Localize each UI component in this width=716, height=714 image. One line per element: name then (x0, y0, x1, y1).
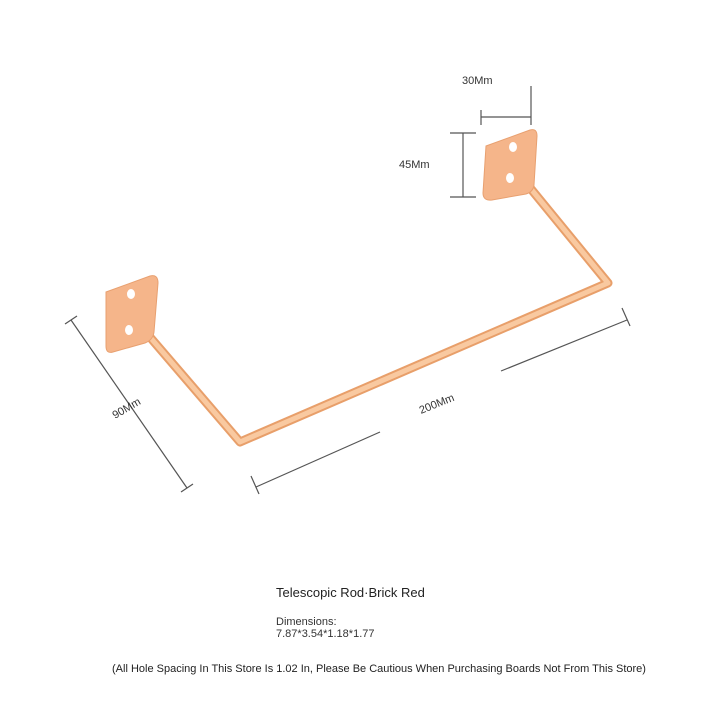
left-bracket-hole-bottom (125, 325, 133, 335)
left-bracket (105, 275, 159, 353)
length-dimension-tick-left (250, 475, 260, 495)
hole-spacing-note: (All Hole Spacing In This Store Is 1.02 … (112, 663, 646, 675)
right-bracket (482, 129, 538, 201)
length-dimension-line-left (255, 431, 381, 488)
right-bracket-hole-top (509, 142, 517, 152)
dimensions-value: 7.87*3.54*1.18*1.77 (276, 628, 375, 640)
length-dimension-line-right (500, 319, 628, 372)
depth-dimension-line (70, 319, 188, 489)
dimensions-label: Dimensions: (276, 616, 337, 628)
right-bracket-hole-bottom (506, 173, 514, 183)
dimension-lines (64, 86, 631, 495)
depth-dimension-tick-bottom (180, 483, 194, 493)
height-dimension-label: 45Mm (399, 159, 430, 171)
telescopic-rod (132, 173, 613, 447)
length-dimension-label: 200Mm (418, 392, 457, 417)
length-dimension-tick-right (621, 307, 631, 327)
rod-highlight (134, 175, 611, 445)
depth-dimension-tick-top (64, 315, 78, 325)
product-title: Telescopic Rod·Brick Red (276, 585, 425, 600)
left-bracket-plate (105, 275, 159, 353)
left-bracket-hole-top (127, 289, 135, 299)
right-bracket-plate (482, 129, 538, 201)
width-dimension-label: 30Mm (462, 75, 493, 87)
